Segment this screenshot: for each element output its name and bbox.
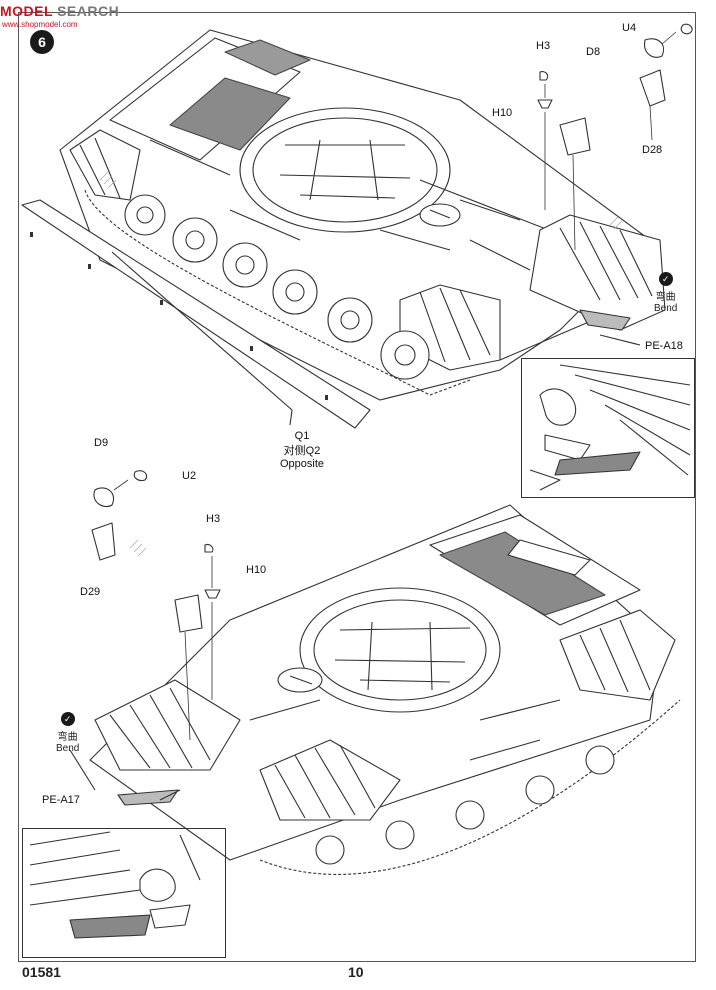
bend-note-top: ✓ 弯曲 Bend: [654, 272, 677, 314]
part-label-pe-a17: PE-A17: [42, 794, 80, 806]
part-label-pe-a18: PE-A18: [645, 340, 683, 352]
bend-icon: ✓: [658, 272, 673, 286]
top-hull-drawing: [21, 29, 666, 429]
watermark-model: MODEL: [0, 3, 54, 19]
part-label-d29: D29: [80, 586, 101, 598]
bend-label-cn-bottom: 弯曲: [57, 732, 78, 743]
part-label-h10-top: H10: [492, 107, 513, 119]
bend-label-en: Bend: [654, 303, 678, 314]
part-label-u2: U2: [182, 470, 197, 482]
bend-label-en-bottom: Bend: [56, 743, 80, 754]
watermark: MODEL SEARCH: [0, 0, 119, 22]
part-label-q1: Q1: [294, 430, 310, 442]
watermark-search: SEARCH: [57, 3, 120, 19]
bottom-inset-drawing: [25, 825, 201, 950]
step-number-badge: 6: [30, 30, 54, 54]
top-parts: [537, 23, 693, 331]
page-number: 10: [348, 964, 364, 980]
part-label-u4: U4: [622, 22, 637, 34]
kit-number: 01581: [22, 964, 61, 980]
part-label-q1-group: Q1 对侧Q2 Opposite: [272, 430, 332, 470]
part-label-q2: 对侧Q2: [283, 445, 321, 457]
part-label-h3-top: H3: [536, 40, 551, 52]
detail-inset-bottom: [22, 828, 226, 958]
part-label-d9: D9: [94, 437, 109, 449]
bend-note-bottom: ✓ 弯曲 Bend: [56, 712, 79, 754]
part-label-h10-bottom: H10: [246, 564, 267, 576]
part-label-opposite: Opposite: [279, 458, 325, 470]
part-label-d28: D28: [642, 144, 663, 156]
page-border: [18, 12, 696, 962]
top-inset-drawing: [525, 360, 691, 495]
watermark-url: www.shopmodel.com: [2, 20, 78, 29]
detail-inset-top: [521, 358, 695, 498]
part-label-d8: D8: [586, 46, 601, 58]
bottom-hull-drawing: [89, 504, 681, 875]
bend-label-cn: 弯曲: [655, 292, 676, 303]
bottom-parts: [91, 470, 221, 806]
part-label-h3-bottom: H3: [206, 513, 221, 525]
bend-icon-bottom: ✓: [60, 712, 75, 726]
